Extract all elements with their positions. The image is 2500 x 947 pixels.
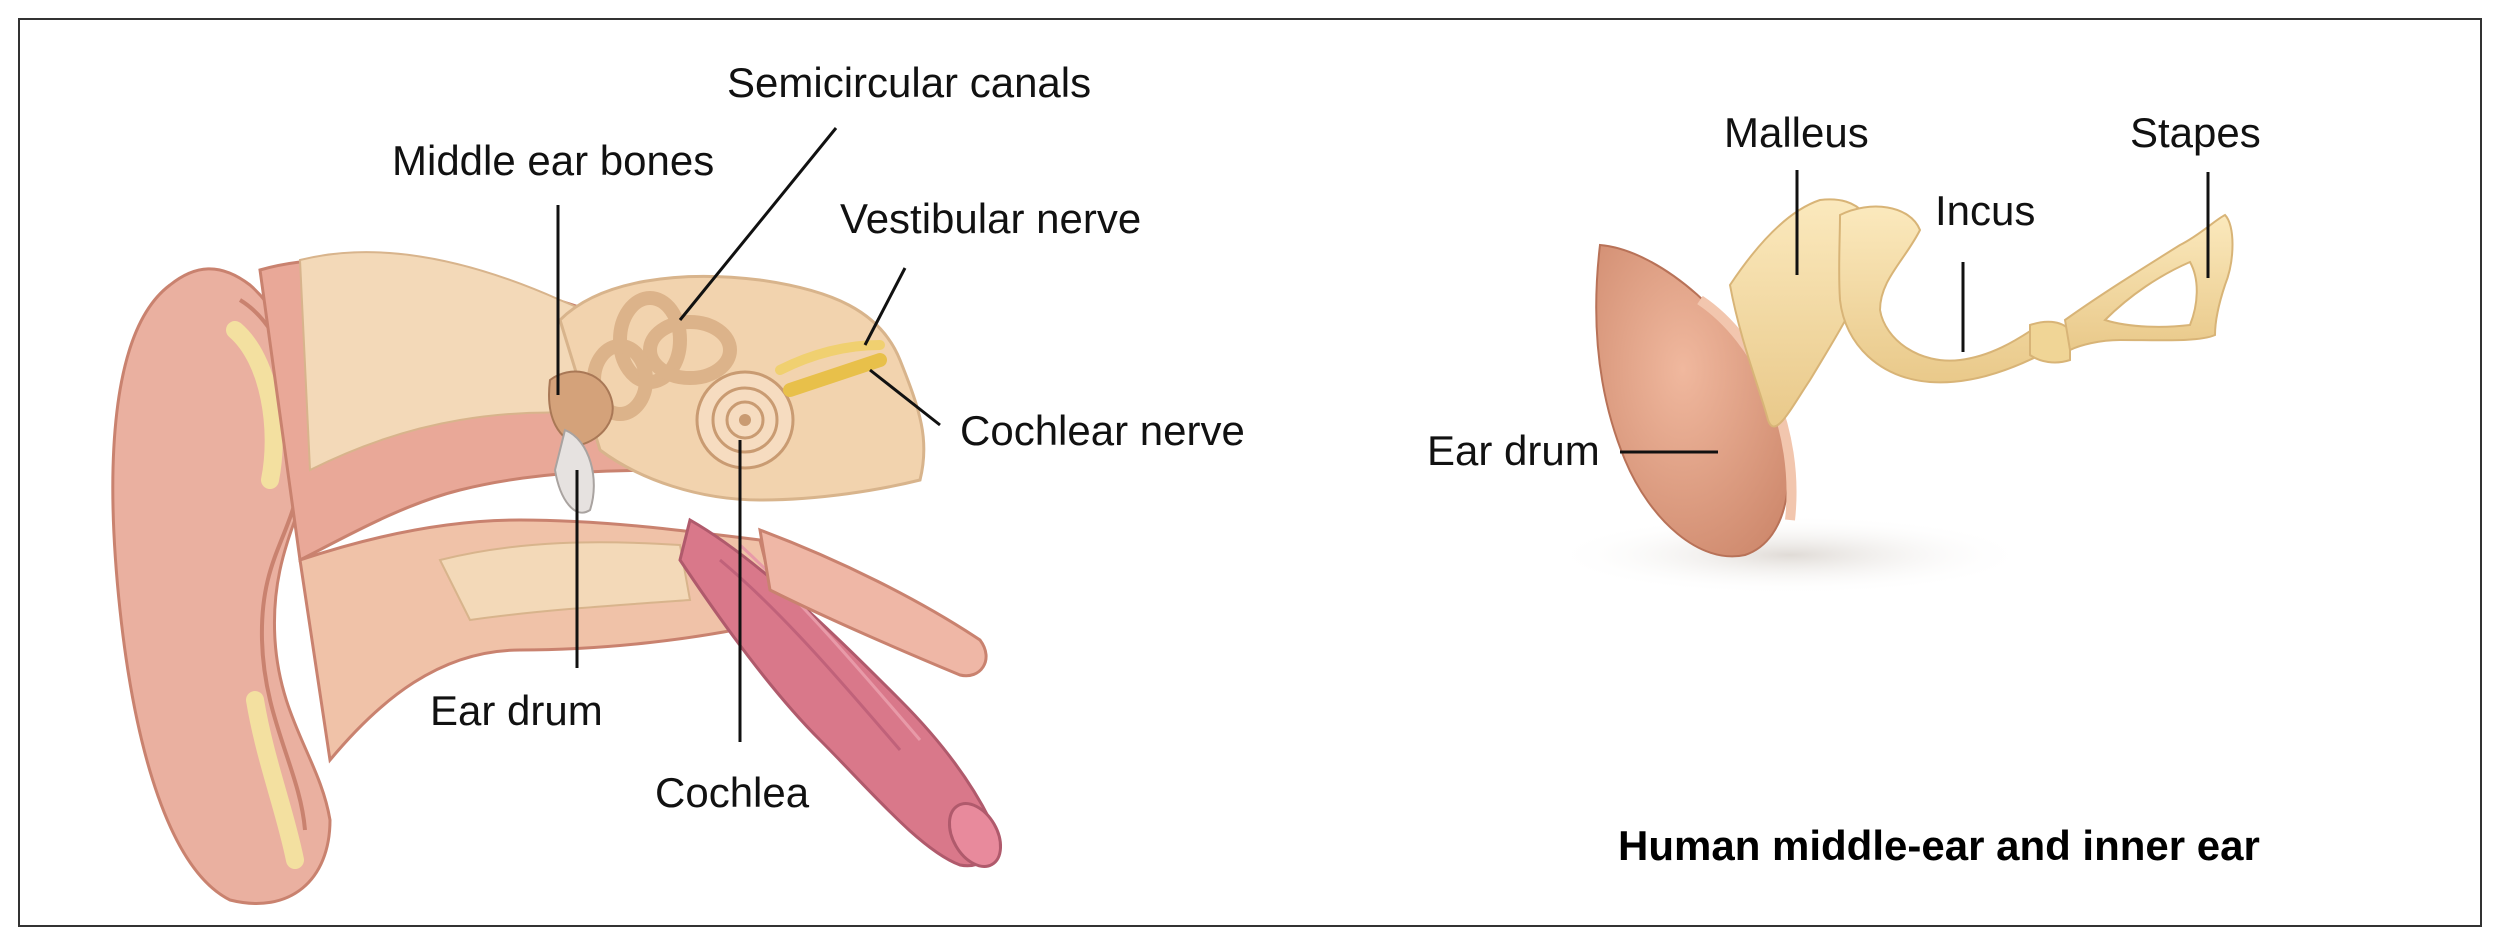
- label-ear-drum-left: Ear drum: [430, 687, 603, 734]
- label-ear-drum-right: Ear drum: [1427, 427, 1600, 474]
- label-malleus: Malleus: [1724, 109, 1869, 156]
- label-cochlea: Cochlea: [655, 769, 810, 816]
- figure-caption: Human middle-ear and inner ear: [1618, 822, 2260, 869]
- label-stapes: Stapes: [2130, 109, 2261, 156]
- outer-ear-drawing: [111, 251, 1003, 905]
- label-incus: Incus: [1935, 187, 2036, 234]
- label-middle-ear-bones: Middle ear bones: [392, 137, 715, 184]
- ossicles-model-drawing: [1550, 198, 2234, 595]
- right-leader-lines: [1620, 170, 2210, 454]
- label-semicircular-canals: Semicircular canals: [727, 59, 1092, 106]
- label-vestibular-nerve: Vestibular nerve: [840, 195, 1142, 242]
- left-leader-lines: [556, 127, 941, 742]
- label-cochlear-nerve: Cochlear nerve: [960, 407, 1245, 454]
